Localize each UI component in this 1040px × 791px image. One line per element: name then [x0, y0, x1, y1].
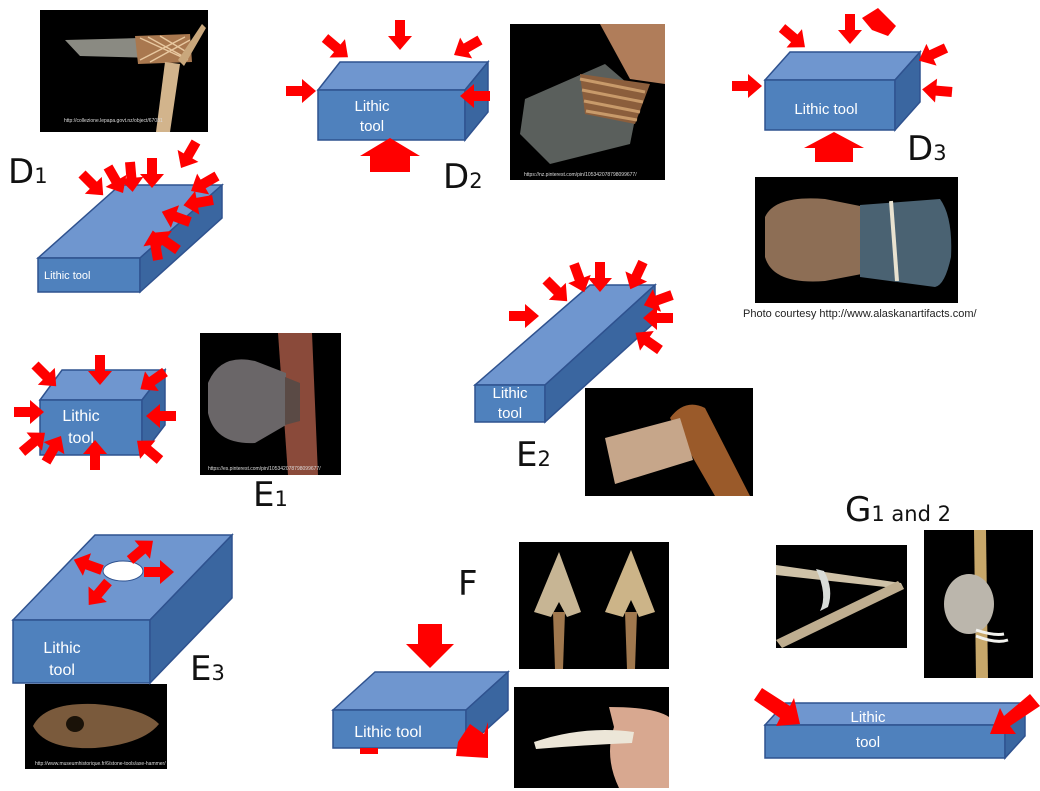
label-e1: E1: [253, 478, 288, 512]
label-e3: E3: [190, 652, 225, 686]
lithic-tool-label-g-line2: tool: [856, 734, 880, 751]
lithic-tool-label-f: Lithic tool: [354, 724, 422, 741]
label-f: F: [458, 567, 478, 601]
lithic-tool-label-d2-line2: tool: [360, 118, 384, 135]
lithic-tool-box-e2: Lithic tool: [475, 285, 655, 422]
lithic-tool-label-e3-line1: Lithic: [43, 640, 80, 657]
label-d2: D2: [443, 160, 483, 194]
lithic-tool-label-d1: Lithic tool: [44, 270, 90, 282]
lithic-tool-label-g-line1: Lithic: [850, 709, 886, 726]
lithic-tool-label-e2-line1: Lithic: [492, 385, 528, 402]
label-d3: D3: [907, 132, 947, 166]
lithic-tool-label-e3-line2: tool: [49, 662, 75, 679]
lithic-tool-box-d3: Lithic tool: [765, 52, 920, 130]
lithic-tool-label-e1-line2: tool: [68, 430, 94, 447]
label-d1: D1: [8, 155, 48, 189]
lithic-tool-label-d2-line1: Lithic: [354, 98, 390, 115]
lithic-tool-box-d2: Lithic tool: [318, 62, 488, 140]
lithic-tool-label-e1-line1: Lithic: [62, 408, 99, 425]
lithic-tool-label-e2-line2: tool: [498, 405, 522, 422]
label-g: G1 and 2: [845, 493, 951, 527]
label-e2: E2: [516, 438, 551, 472]
lithic-tool-box-g: Lithic tool: [765, 703, 1025, 758]
lithic-tool-label-d3: Lithic tool: [794, 101, 857, 118]
